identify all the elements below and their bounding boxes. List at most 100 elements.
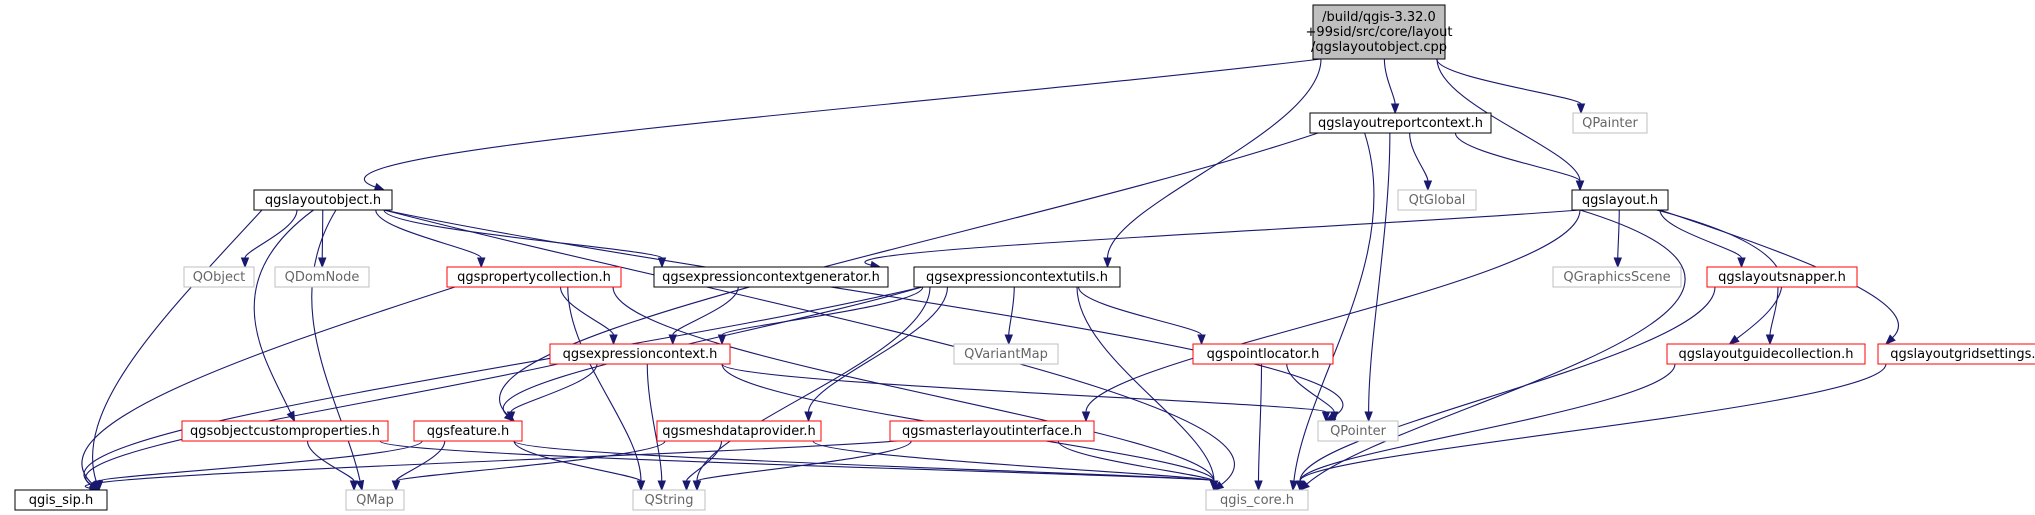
node-qgsexpressioncontext-h[interactable]: qgsexpressioncontext.h <box>549 343 731 365</box>
edge-qgslayout_h-to-qgsmasterlayoutinterface_h <box>1081 209 1581 423</box>
edge-arrowhead <box>1765 334 1775 346</box>
node-qgsfeature-h[interactable]: qgsfeature.h <box>413 420 523 442</box>
edge-arrowhead <box>373 182 386 191</box>
node-qgspointlocator-h[interactable]: qgspointlocator.h <box>1192 343 1334 365</box>
edge-qgsmasterlayoutinterface_h-to-qgis_sip_h <box>85 440 899 493</box>
edge-line <box>311 209 361 482</box>
edge-line <box>1077 286 1203 336</box>
edge-line <box>1299 363 1676 482</box>
node-qgsmeshdataprovider-h[interactable]: qgsmeshdataprovider.h <box>656 420 822 442</box>
node-qgsobjectcustomproperties-h[interactable]: qgsobjectcustomproperties.h <box>181 420 389 442</box>
node-qgis-sip-h[interactable]: qgis_sip.h <box>14 489 108 511</box>
edge-qgslayoutobject_h-to-qobject <box>240 209 298 269</box>
edge-qgsfeature_h-to-qgis_sip_h <box>94 440 423 492</box>
node-label: QPointer <box>1330 424 1387 439</box>
edge-qgslayoutobject_h-to-qgsobjectcustomproperties_h <box>253 209 314 423</box>
node-box <box>889 420 1095 442</box>
node-box <box>953 343 1059 365</box>
edge-arrowhead <box>349 480 359 492</box>
edge-arrowhead <box>1103 257 1112 269</box>
edge-arrowhead <box>1728 334 1740 345</box>
edge-arrowhead <box>1254 480 1263 492</box>
edge-line <box>812 440 1215 482</box>
edge-line <box>612 286 1215 482</box>
edge-arrowhead <box>1295 480 1305 492</box>
node-qgslayout-h[interactable]: qgslayout.h <box>1571 189 1669 211</box>
edge-line <box>383 209 1235 486</box>
node-box <box>446 266 622 288</box>
edge-line <box>807 286 949 413</box>
edge-qgsexpressioncontext_h-to-qgsfeature_h <box>506 363 598 423</box>
node-qvariantmap: QVariantMap <box>953 343 1059 365</box>
edge-line <box>383 209 663 259</box>
edge-qgsmeshdataprovider_h-to-qstring <box>682 440 723 492</box>
edge-qgsexpressioncontext_h-to-qstring <box>646 363 666 492</box>
edge-qgsmasterlayoutinterface_h-to-qgis_core_h <box>1057 440 1219 492</box>
node-box <box>1309 112 1492 134</box>
node-label: /build/qgis-3.32.0 <box>1322 10 1436 25</box>
edge-line <box>253 209 314 414</box>
node-box <box>1317 420 1399 442</box>
edge-arrowhead <box>1004 334 1013 346</box>
edge-arrowhead <box>1330 411 1339 423</box>
edge-line <box>1085 209 1581 413</box>
node-box <box>656 420 822 442</box>
edge-root-to-qpainter <box>1436 58 1586 115</box>
edge-line <box>1008 286 1015 336</box>
edge-line <box>1057 440 1215 482</box>
node-label: qgsfeature.h <box>427 424 510 439</box>
edge-line <box>864 209 1581 266</box>
node-qgslayoutobject-h[interactable]: qgslayoutobject.h <box>253 189 393 211</box>
edge-line <box>513 440 642 482</box>
edge-line <box>98 440 423 482</box>
edge-arrowhead <box>477 257 486 269</box>
edge-line <box>499 132 1319 416</box>
node-qgslayoutsnapper-h[interactable]: qgslayoutsnapper.h <box>1706 266 1858 288</box>
edge-line <box>1299 286 1716 482</box>
edge-line <box>1436 58 1582 105</box>
node-qgslayoutreportcontext-h[interactable]: qgslayoutreportcontext.h <box>1309 112 1492 134</box>
edge-line <box>1383 58 1396 105</box>
edge-qgsfeature_h-to-qstring <box>513 440 646 492</box>
edge-qgsexpressioncontextutils_h-to-qgspointlocator_h <box>1077 286 1206 346</box>
node-label: qgsexpressioncontextgenerator.h <box>662 270 880 285</box>
edge-arrowhead <box>506 411 516 423</box>
edge-line <box>364 58 1322 188</box>
edge-qgslayout_h-to-qgsexpressioncontextgenerator_h <box>864 209 1581 270</box>
node-qpainter: QPainter <box>1572 112 1648 134</box>
node-qgspropertycollection-h[interactable]: qgspropertycollection.h <box>446 266 622 288</box>
node-label: qgsexpressioncontext.h <box>563 347 718 362</box>
edge-line <box>375 209 482 259</box>
edge-arrowhead <box>1364 411 1373 423</box>
edge-qgslayout_h-to-qgslayoutsnapper_h <box>1659 209 1746 269</box>
node-qgsexpressioncontextutils-h[interactable]: qgsexpressioncontextutils.h <box>913 266 1121 288</box>
edge-arrowhead <box>682 480 691 492</box>
node-root[interactable]: /build/qgis-3.32.0+99sid/src/core/layout… <box>1306 4 1453 60</box>
edge-qgspropertycollection_h-to-qgis_core_h <box>612 286 1219 492</box>
edge-line <box>1436 58 1581 182</box>
node-qgslayoutgridsettings-h[interactable]: qgslayoutgridsettings.h <box>1877 343 2035 365</box>
node-label: qgslayoutguidecollection.h <box>1679 347 1854 362</box>
edge-arrowhead <box>1613 257 1622 269</box>
edge-line <box>1293 132 1375 482</box>
edge-arrowhead <box>318 257 327 269</box>
node-box <box>1571 189 1669 211</box>
node-qgslayoutguidecollection-h[interactable]: qgslayoutguidecollection.h <box>1666 343 1866 365</box>
node-qtglobal: QtGlobal <box>1397 189 1477 211</box>
node-box <box>913 266 1121 288</box>
node-qdomnode: QDomNode <box>274 266 370 288</box>
edge-qgslayoutreportcontext_h-to-qpointer <box>1364 132 1391 423</box>
node-label: qgis_core.h <box>1220 493 1294 508</box>
edge-line <box>83 286 923 486</box>
node-box <box>183 266 255 288</box>
node-box <box>1192 343 1334 365</box>
edge-qgsfeature_h-to-qgis_core_h <box>513 440 1219 492</box>
edge-qgsmeshdataprovider_h-to-qmap <box>391 440 666 492</box>
node-qgsmasterlayoutinterface-h[interactable]: qgsmasterlayoutinterface.h <box>889 420 1095 442</box>
edge-arrowhead <box>717 334 727 346</box>
nodes-layer: /build/qgis-3.32.0+99sid/src/core/layout… <box>14 4 2035 511</box>
node-label: qgslayoutgridsettings.h <box>1890 347 2035 362</box>
node-box <box>1572 112 1648 134</box>
node-qgsexpressioncontextgenerator-h[interactable]: qgsexpressioncontextgenerator.h <box>653 266 889 288</box>
